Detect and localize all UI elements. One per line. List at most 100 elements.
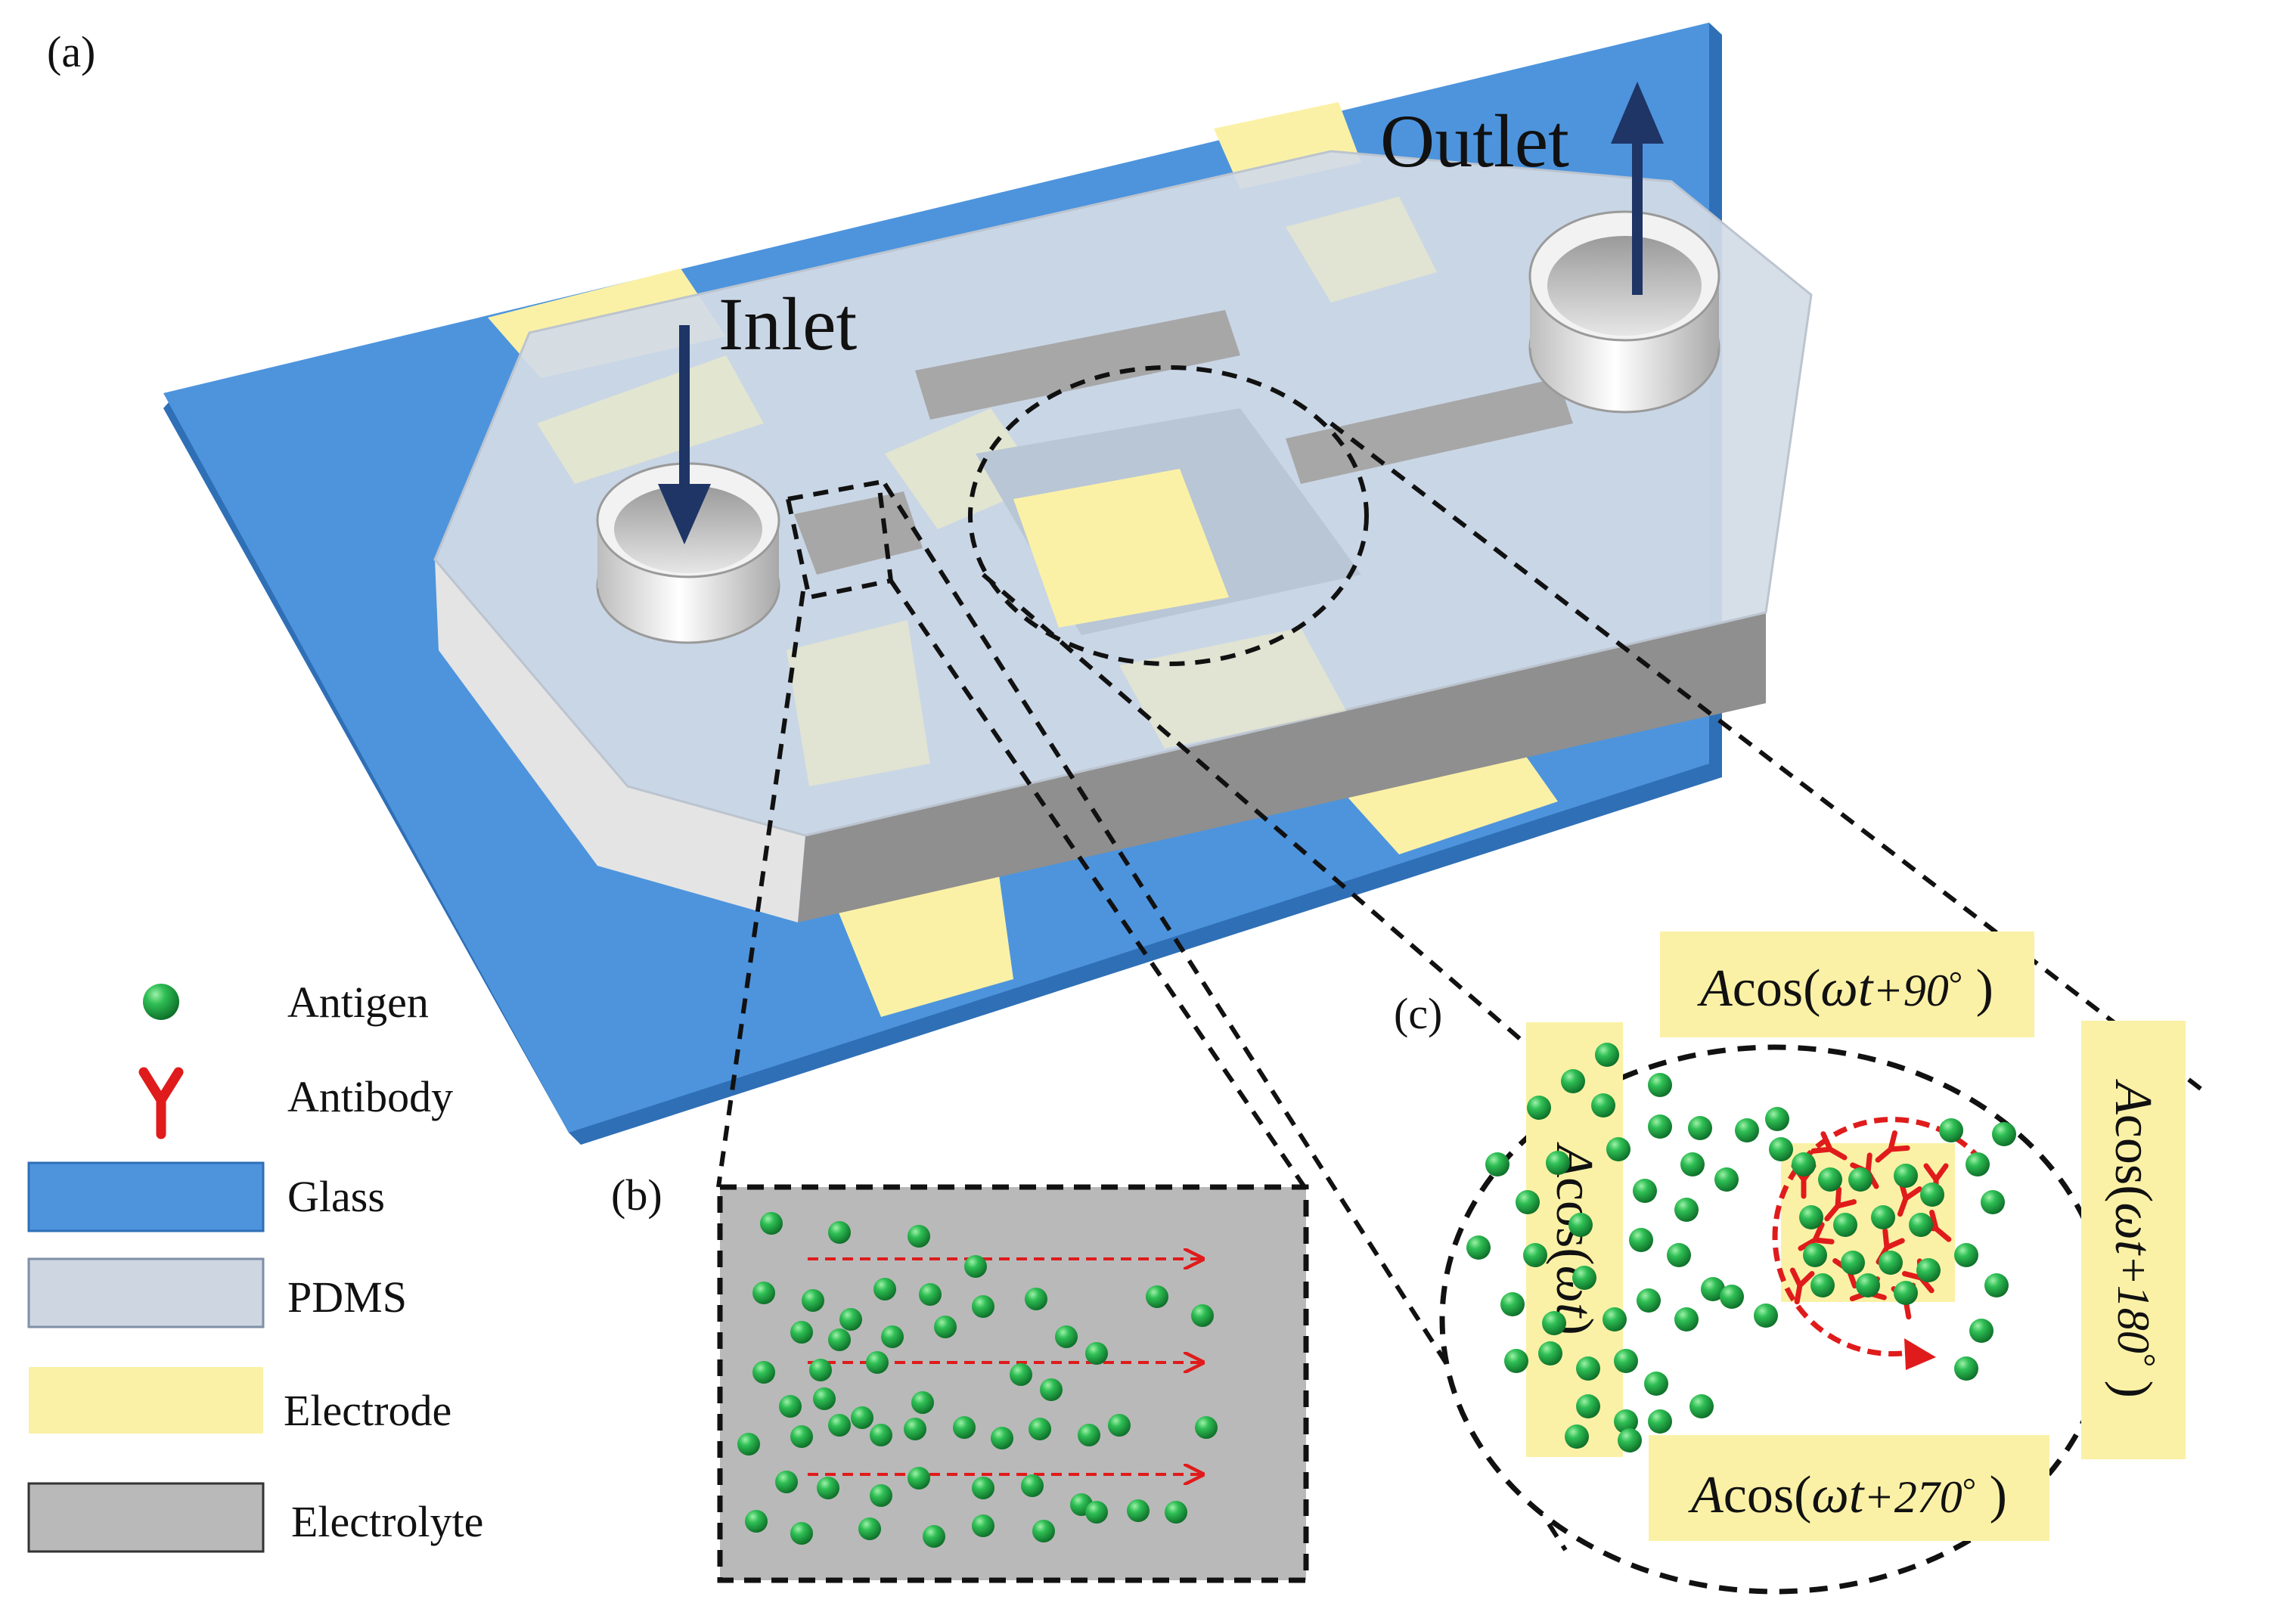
antigen-particle xyxy=(1108,1414,1131,1437)
electrode-pad-bottom-left xyxy=(832,870,1013,1017)
antigen-particle xyxy=(1576,1356,1600,1381)
panel-label-b: (b) xyxy=(611,1170,662,1220)
antigen-particle xyxy=(1606,1137,1630,1161)
antigen-particle xyxy=(1504,1349,1528,1373)
antigen-particle xyxy=(1688,1116,1712,1140)
electrode-trace-5 xyxy=(787,620,930,786)
antigen-particle xyxy=(1603,1307,1627,1331)
antigen-particle xyxy=(1792,1152,1816,1176)
electrode-trace-3 xyxy=(1286,197,1437,302)
antigen-particle xyxy=(802,1289,824,1312)
antibody-marker xyxy=(1798,1222,1835,1251)
antigen-particle xyxy=(1485,1152,1509,1176)
antigen-particle xyxy=(752,1282,775,1304)
antibody-marker xyxy=(1875,1130,1910,1163)
antigen-particle xyxy=(1674,1198,1699,1222)
antigen-particle xyxy=(1648,1114,1672,1139)
antigen-particle xyxy=(828,1328,851,1351)
antibody-marker xyxy=(1824,1186,1857,1222)
antigen-particle xyxy=(775,1471,798,1493)
antigen-particles-b xyxy=(737,1212,1218,1548)
antigen-particle xyxy=(1195,1416,1218,1439)
antigen-particle xyxy=(1085,1501,1108,1524)
legend-label-electrode: Electrode xyxy=(284,1386,451,1435)
antigen-particle xyxy=(790,1321,813,1344)
legend-label-antibody: Antibody xyxy=(287,1072,453,1121)
antigen-particle xyxy=(1689,1394,1714,1418)
electrode-right-label: Acos(ωt+180° ) xyxy=(2105,1079,2164,1398)
antigen-particle xyxy=(1032,1520,1055,1542)
zoom-region-c xyxy=(968,365,1369,666)
antigen-particle xyxy=(953,1416,976,1439)
antigen-particle xyxy=(1146,1285,1168,1308)
antigen-particle xyxy=(1078,1424,1100,1446)
electrode-swatch xyxy=(29,1367,263,1434)
antigen-particle xyxy=(1040,1378,1063,1401)
legend-label-antigen: Antigen xyxy=(287,978,429,1027)
antigen-particle xyxy=(851,1406,873,1429)
legend-label-glass: Glass xyxy=(287,1172,385,1221)
antigen-particle xyxy=(972,1514,994,1537)
antigen-particle xyxy=(752,1361,775,1384)
antigen-particle xyxy=(1920,1183,1944,1207)
antigen-particle xyxy=(870,1424,892,1446)
antigen-particle xyxy=(1644,1372,1668,1396)
antigen-particle xyxy=(904,1418,926,1440)
antigen-particle xyxy=(1714,1167,1739,1192)
device-view: Inlet Outlet xyxy=(163,23,1813,1145)
outlet-label: Outlet xyxy=(1380,99,1569,183)
electrode-trace-1 xyxy=(537,355,764,484)
legend-label-pdms: PDMS xyxy=(287,1273,407,1322)
antigen-particle xyxy=(1803,1243,1827,1267)
antigen-particle xyxy=(1969,1319,1993,1343)
antigen-particle xyxy=(1841,1251,1865,1275)
antigen-particle xyxy=(1909,1213,1933,1237)
chamber-electrode xyxy=(1013,469,1229,628)
antigen-particle xyxy=(908,1467,930,1490)
electrode-trace-4 xyxy=(1119,628,1346,749)
antigen-particle xyxy=(991,1427,1013,1449)
antigen-particle xyxy=(1720,1285,1744,1309)
panel-b-channel xyxy=(717,1184,1309,1583)
pdms-left-face xyxy=(435,560,805,922)
antigen-particle xyxy=(1894,1164,1918,1188)
antigen-particles-c xyxy=(1466,1043,2016,1452)
antigen-particle xyxy=(1916,1258,1941,1282)
antigen-particle xyxy=(1799,1205,1823,1229)
antibody-marker xyxy=(1810,1131,1848,1161)
rotation-arrowhead xyxy=(1904,1338,1936,1370)
antigen-particle xyxy=(1021,1474,1044,1497)
electrode-top xyxy=(1660,932,2034,1037)
antigen-particle xyxy=(1701,1277,1725,1301)
electrolyte-swatch xyxy=(27,1482,265,1553)
antigen-particle xyxy=(1538,1341,1562,1366)
electrode-right xyxy=(2081,1021,2186,1459)
antibody-icon xyxy=(138,1067,184,1139)
antigen-particle xyxy=(923,1525,945,1548)
inlet-reservoir xyxy=(596,462,780,644)
antigen-particle xyxy=(790,1425,813,1448)
antigen-particle xyxy=(1614,1409,1638,1434)
antigen-particle xyxy=(1810,1273,1835,1297)
panel-label-a: (a) xyxy=(47,27,95,76)
antigen-particle xyxy=(1025,1288,1047,1310)
pdms-front-face xyxy=(798,612,1766,922)
antigen-particle xyxy=(1500,1292,1525,1316)
antigen-particle xyxy=(1818,1167,1842,1192)
antigen-particle xyxy=(1629,1228,1653,1252)
antigen-particle xyxy=(911,1391,934,1414)
electrode-bottom-label: Acos(ωt+270° ) xyxy=(1688,1466,2007,1524)
antigen-particle xyxy=(1618,1428,1642,1452)
antigen-particle xyxy=(964,1255,987,1278)
antigen-particle xyxy=(1561,1069,1585,1093)
electrolyte-channel-zoom xyxy=(717,1184,1309,1583)
antigen-particle xyxy=(1029,1418,1051,1440)
antigen-particle xyxy=(1648,1073,1672,1097)
antigen-particle xyxy=(1565,1424,1589,1449)
inlet-arrow xyxy=(658,325,711,544)
antigen-particle xyxy=(1754,1304,1778,1328)
outlet-arrow xyxy=(1611,82,1664,295)
antigen-particle xyxy=(1568,1213,1593,1237)
antigen-particle xyxy=(828,1221,851,1244)
antigen-particle xyxy=(1191,1304,1214,1327)
